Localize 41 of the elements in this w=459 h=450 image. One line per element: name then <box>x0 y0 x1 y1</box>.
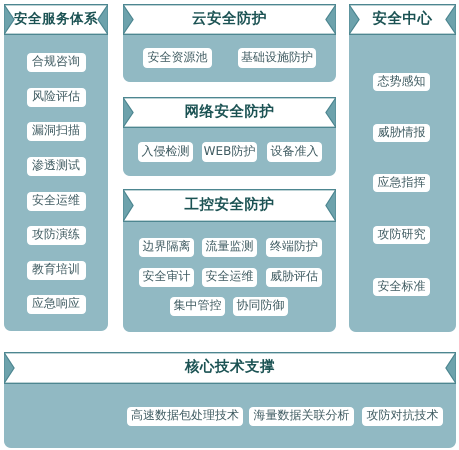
panel-heading: 网络安全防护 <box>184 104 274 120</box>
item-box: 安全资源池 <box>143 48 212 68</box>
category-panel <box>349 4 456 332</box>
item-box: 安全运维 <box>202 268 257 286</box>
item-box: 态势感知 <box>373 73 430 91</box>
item-box: 攻防演练 <box>26 226 86 244</box>
item-box: 安全运维 <box>26 192 86 210</box>
item-box: 安全审计 <box>139 268 194 286</box>
panel-heading: 云安全防护 <box>192 12 267 28</box>
category-panel <box>4 352 456 448</box>
panel-heading: 核心技术支撑 <box>185 360 275 376</box>
category-panel <box>4 4 108 331</box>
category-panel <box>123 97 336 176</box>
item-box: 合规咨询 <box>26 52 86 72</box>
item-box: 漏洞扫描 <box>26 122 86 140</box>
item-box: 设备准入 <box>267 142 322 162</box>
item-box: 应急响应 <box>26 294 86 314</box>
item-box: 流量监测 <box>202 238 257 256</box>
panel-heading: 安全服务体系 <box>14 12 98 27</box>
item-box: 终端防护 <box>266 238 322 256</box>
item-box: 协同防御 <box>233 296 288 316</box>
item-box: 风险评估 <box>26 88 86 106</box>
item-box: 渗透测试 <box>26 156 86 176</box>
item-box: 集中管控 <box>170 296 225 316</box>
panel-heading: 工控安全防护 <box>184 198 274 214</box>
category-panel <box>123 189 336 332</box>
item-box: 教育培训 <box>26 260 86 280</box>
item-box: 安全标准 <box>373 278 430 296</box>
item-box: 基础设施防护 <box>238 48 316 68</box>
item-box: 入侵检测 <box>138 142 193 162</box>
item-box: 边界隔离 <box>139 238 194 256</box>
item-box: 应急指挥 <box>373 174 430 192</box>
item-box: 威胁评估 <box>266 268 322 286</box>
category-panel <box>123 4 336 82</box>
item-box: 高速数据包处理技术 <box>127 406 243 426</box>
item-box: 攻防研究 <box>373 226 430 244</box>
item-box: 海量数据关联分析 <box>249 406 354 426</box>
item-box: WEB防护 <box>202 142 257 162</box>
item-box: 攻防对抗技术 <box>362 406 443 426</box>
panel-heading: 安全中心 <box>372 12 432 28</box>
item-box: 威胁情报 <box>373 124 430 142</box>
